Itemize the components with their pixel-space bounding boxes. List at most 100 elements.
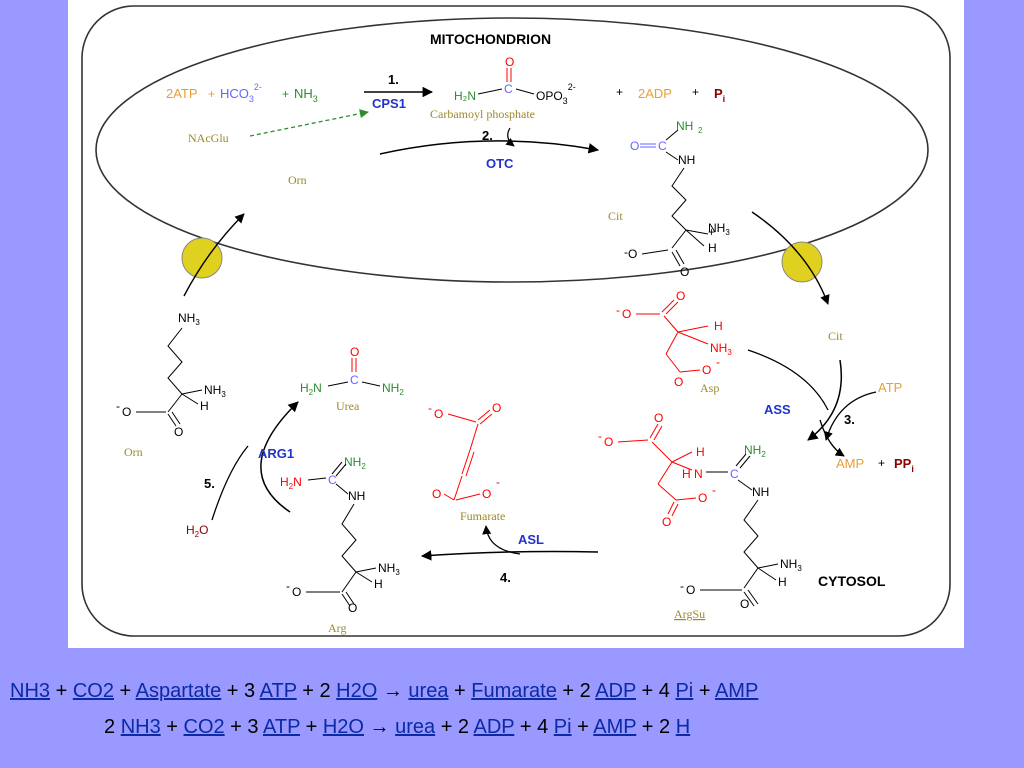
equation-text: → (363, 716, 396, 738)
svg-text:NH: NH (348, 489, 365, 503)
plus-3: + (616, 85, 623, 99)
cytosol-label: CYTOSOL (818, 573, 886, 589)
link-co2[interactable]: CO2 (72, 680, 114, 702)
link-adp[interactable]: ADP (473, 716, 515, 738)
svg-text:O: O (674, 375, 683, 389)
product-carbamoyl-phosphate: Carbamoyl phosphate (430, 107, 535, 121)
equation-text: + (50, 680, 73, 702)
svg-text:2: 2 (698, 126, 703, 135)
link-fumarate[interactable]: Fumarate (471, 680, 557, 702)
equation-text: + 2 (636, 716, 676, 738)
equation-text: + (448, 680, 472, 702)
svg-text:C: C (730, 467, 739, 481)
link-pi[interactable]: Pi (675, 680, 694, 702)
svg-text:-: - (680, 579, 684, 593)
svg-text:O: O (122, 405, 131, 419)
svg-text:O: O (662, 515, 671, 529)
equation-text: + (571, 716, 594, 738)
equation-text: → (377, 680, 409, 702)
reactant-bicarbonate: HCO32- (220, 82, 262, 104)
argininosuccinate-structure: - O O H N H C NH2 NH O - O NH3 H - O (598, 411, 802, 611)
svg-text:-: - (286, 579, 290, 593)
svg-text:H: H (714, 319, 723, 333)
svg-text:NH3: NH3 (378, 561, 400, 577)
svg-text:NH: NH (752, 485, 769, 499)
link-h2o[interactable]: H2O (322, 716, 364, 738)
enzyme-asl: ASL (518, 532, 544, 547)
svg-text:O: O (698, 491, 707, 505)
mitochondrion-membrane (95, 17, 929, 283)
svg-text:O: O (432, 487, 441, 501)
step2-number: 2. (482, 128, 493, 143)
svg-text:H: H (778, 575, 787, 589)
plus-2: + (282, 87, 289, 101)
svg-text:O: O (482, 487, 491, 501)
svg-text:OPO32-: OPO32- (536, 82, 576, 106)
cell-boundary (81, 5, 951, 637)
link-pi[interactable]: Pi (553, 716, 572, 738)
link-urea[interactable]: urea (408, 680, 449, 702)
equation-text: + 2 (296, 680, 337, 702)
svg-text:O: O (680, 265, 689, 279)
activator-arrow (249, 109, 369, 137)
equation-text: + (160, 716, 184, 738)
svg-text:C: C (658, 139, 667, 153)
svg-text:NH3: NH3 (178, 311, 200, 327)
water-in-arrow (211, 445, 249, 521)
link-amp[interactable]: AMP (593, 716, 637, 738)
step3-number: 3. (844, 412, 855, 427)
step5-arrow (260, 401, 299, 513)
svg-text:H₂N: H₂N (454, 89, 476, 103)
svg-text:O: O (604, 435, 613, 449)
svg-text:O: O (434, 407, 443, 421)
enzyme-otc: OTC (486, 156, 514, 171)
svg-text:NH3: NH3 (204, 383, 226, 399)
svg-text:H2N: H2N (280, 475, 302, 491)
link-aspartate[interactable]: Aspartate (135, 680, 222, 702)
transporter-left (181, 237, 223, 279)
product-ppi: PPi (894, 456, 914, 474)
link-adp[interactable]: ADP (595, 680, 636, 702)
ornithine-structure: NH3 NH3 H - O O (116, 311, 226, 439)
link-nh3[interactable]: NH3 (10, 680, 51, 702)
svg-text:O: O (622, 307, 631, 321)
overall-equation-1: NH3 + CO2 + Aspartate + 3 ATP + 2 H2O → … (10, 680, 758, 703)
product-adp: 2ADP (638, 86, 672, 101)
enzyme-arg1: ARG1 (258, 446, 294, 461)
reactant-water: H2O (186, 523, 208, 539)
svg-text:-: - (616, 303, 620, 317)
svg-text:-: - (116, 399, 120, 413)
equation-text: + 3 (221, 680, 260, 702)
atp-in-arrow (823, 391, 877, 441)
svg-text:H2N: H2N (300, 381, 322, 397)
activator-nacglu: NAcGlu (188, 131, 229, 145)
svg-text:O: O (174, 425, 183, 439)
label-urea: Urea (336, 399, 360, 413)
link-nh3[interactable]: NH3 (120, 716, 161, 738)
svg-text:+: + (708, 225, 715, 239)
aspartate-structure: - O O H NH3 O O - (616, 289, 732, 389)
link-amp[interactable]: AMP (714, 680, 759, 702)
label-cit-cyto: Cit (828, 329, 843, 343)
link-atp[interactable]: ATP (259, 680, 297, 702)
equation-text: + 4 (514, 716, 554, 738)
label-argsu: ArgSu (674, 607, 705, 621)
svg-text:NH2: NH2 (382, 381, 404, 397)
link-atp[interactable]: ATP (263, 716, 301, 738)
amp-out-arrow (819, 419, 845, 457)
svg-text:-: - (428, 401, 432, 415)
svg-text:NH3: NH3 (710, 341, 732, 357)
link-co2[interactable]: CO2 (183, 716, 225, 738)
link-urea[interactable]: urea (395, 716, 436, 738)
step2-arrow (379, 140, 600, 155)
svg-text:O: O (505, 55, 514, 69)
link-h[interactable]: H (675, 716, 691, 738)
svg-text:-: - (712, 483, 716, 497)
svg-text:H: H (696, 445, 705, 459)
equation-text: + 3 (224, 716, 263, 738)
link-h2o[interactable]: H2O (336, 680, 378, 702)
step2-carbamoyl-arrow (505, 127, 515, 147)
enzyme-ass: ASS (764, 402, 791, 417)
orn-import-arrow (183, 213, 245, 297)
svg-text:O: O (654, 411, 663, 425)
